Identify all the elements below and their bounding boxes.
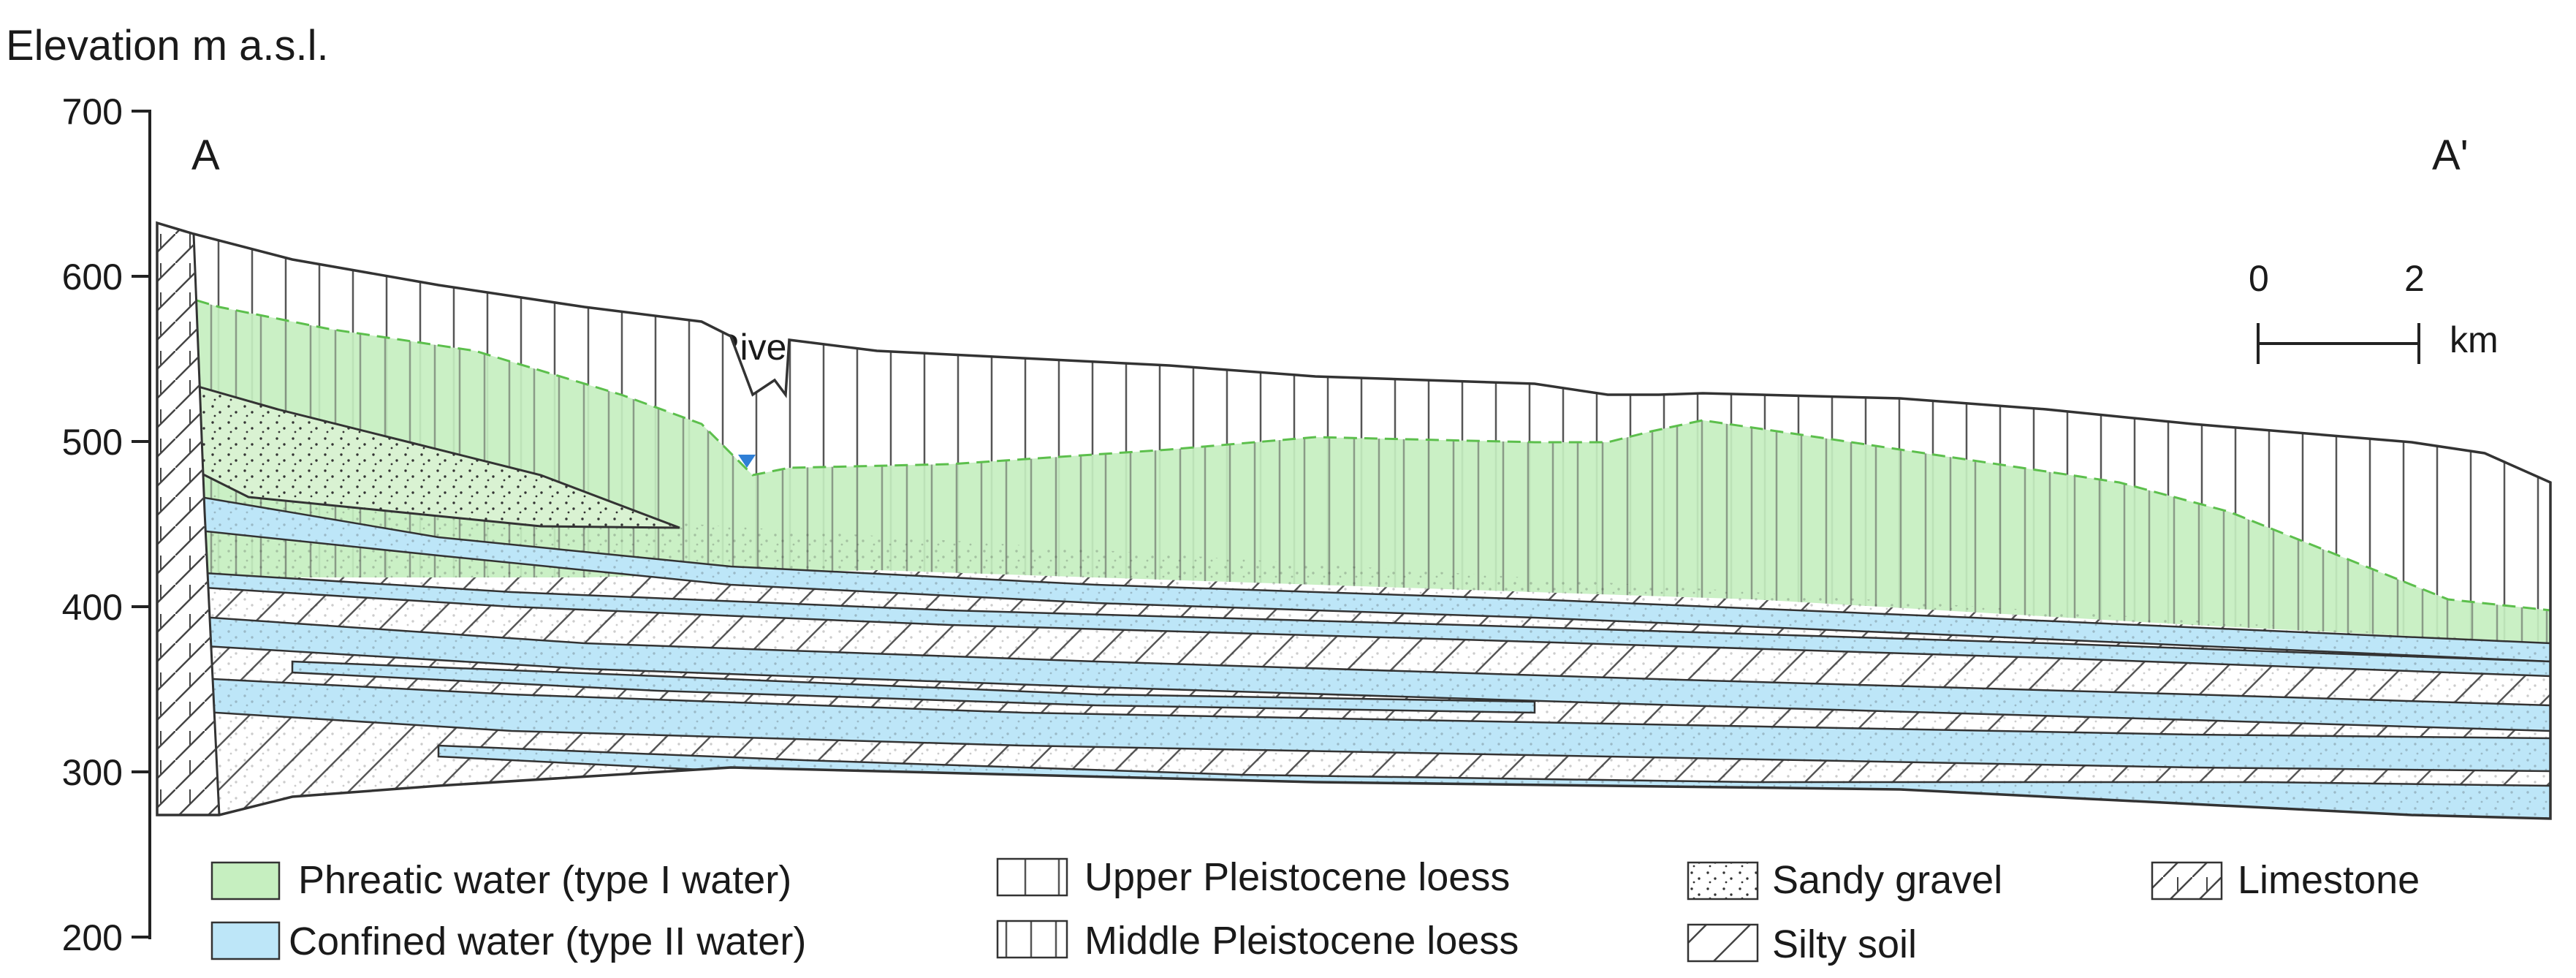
legend-label-sandy-gravel: Sandy gravel bbox=[1772, 858, 2002, 902]
legend-label-silty-soil: Silty soil bbox=[1772, 922, 1917, 966]
legend-label-limestone: Limestone bbox=[2238, 858, 2420, 902]
legend-swatch-middle-loess bbox=[996, 920, 1068, 959]
section-outline bbox=[156, 221, 2552, 820]
legend-label-phreatic: Phreatic water (type I water) bbox=[298, 858, 791, 902]
legend-swatch-sandy-gravel bbox=[1687, 861, 1759, 901]
legend: Phreatic water (type I water) Confined w… bbox=[210, 855, 2420, 966]
legend-swatch-silty-soil bbox=[1687, 923, 1759, 963]
legend-swatch-limestone bbox=[2151, 861, 2223, 901]
section-body bbox=[156, 221, 2552, 820]
tick-label-500: 500 bbox=[62, 422, 123, 463]
section-start-label: A bbox=[191, 132, 220, 179]
legend-swatch-confined bbox=[210, 921, 281, 960]
tick-label-600: 600 bbox=[62, 257, 123, 297]
section-end-label: A' bbox=[2432, 132, 2469, 179]
scale-end: 2 bbox=[2404, 258, 2425, 299]
scale-start: 0 bbox=[2249, 258, 2269, 299]
water-table-line bbox=[156, 287, 2551, 612]
legend-label-upper-loess: Upper Pleistocene loess bbox=[1084, 855, 1510, 899]
scale-unit: km bbox=[2450, 319, 2499, 360]
tick-label-300: 300 bbox=[62, 752, 123, 793]
legend-label-middle-loess: Middle Pleistocene loess bbox=[1084, 919, 1519, 963]
tick-label-200: 200 bbox=[62, 917, 123, 958]
scale-bar: 0 2 km bbox=[2249, 258, 2499, 364]
legend-swatch-upper-loess bbox=[996, 857, 1068, 897]
legend-swatch-phreatic bbox=[210, 861, 281, 901]
axis-title: Elevation m a.s.l. bbox=[6, 22, 329, 69]
tick-label-400: 400 bbox=[62, 587, 123, 628]
river-water-marker bbox=[738, 455, 756, 468]
elevation-axis: 700 600 500 400 300 200 bbox=[62, 91, 151, 958]
tick-label-700: 700 bbox=[62, 91, 123, 132]
legend-label-confined: Confined water (type II water) bbox=[289, 920, 806, 963]
